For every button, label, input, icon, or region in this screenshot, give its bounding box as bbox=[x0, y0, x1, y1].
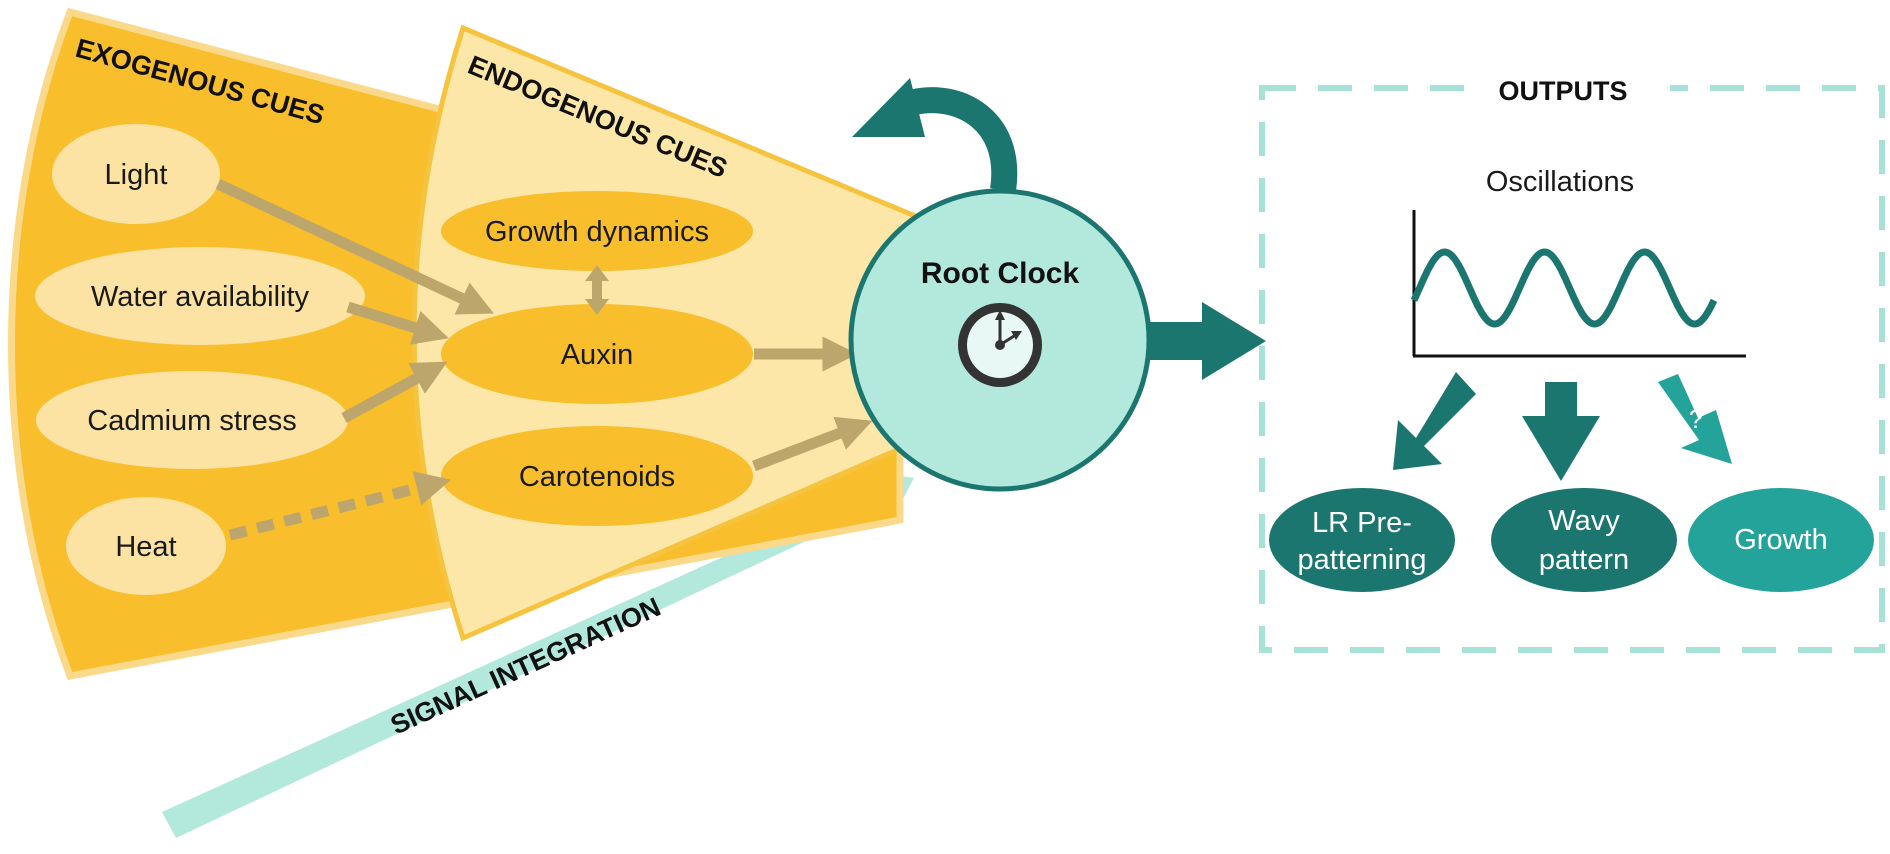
oscillation-plot bbox=[1410, 210, 1746, 358]
water-availability-label: Water availability bbox=[91, 281, 310, 313]
carotenoids-oval bbox=[441, 426, 753, 526]
water-availability-oval bbox=[35, 247, 365, 345]
growth-dynamics-auxin-double-arrow bbox=[585, 265, 609, 315]
heat-label: Heat bbox=[115, 531, 176, 563]
wavy-pattern-oval bbox=[1491, 488, 1677, 592]
feedback-loop-arrow bbox=[899, 87, 1018, 192]
growth-dynamics-label: Growth dynamics bbox=[485, 216, 709, 248]
auxin-oval bbox=[441, 304, 753, 404]
growth-label: Growth bbox=[1734, 524, 1827, 556]
heat-to-carotenoids-arrow bbox=[228, 471, 452, 541]
signal-integration-label: SIGNAL INTEGRATION bbox=[386, 592, 665, 741]
auxin-label: Auxin bbox=[561, 339, 634, 371]
root-clock-title: Root Clock bbox=[921, 257, 1080, 290]
carotenoids-to-clock-arrow bbox=[752, 416, 873, 472]
light-label: Light bbox=[105, 159, 168, 191]
clock-to-outputs-arrow bbox=[1148, 302, 1266, 380]
oscillations-label: Oscillations bbox=[1486, 166, 1634, 198]
arrow-to-growth bbox=[1658, 374, 1732, 464]
arrow-to-wavy-pattern bbox=[1522, 382, 1600, 481]
signal-integration-arrow bbox=[162, 470, 914, 838]
cadmium-stress-oval bbox=[36, 371, 348, 469]
lr-prepatterning-label-line1: LR Pre- bbox=[1312, 507, 1412, 539]
carotenoids-label: Carotenoids bbox=[519, 461, 675, 493]
outputs-title-backing bbox=[1470, 70, 1670, 110]
lr-prepatterning-label-line2: patterning bbox=[1298, 544, 1427, 576]
arrow-to-lr-prepatterning-head bbox=[1393, 372, 1476, 470]
growth-dynamics-oval bbox=[441, 191, 753, 271]
feedback-arrowhead bbox=[852, 78, 925, 137]
heat-oval bbox=[66, 497, 226, 595]
light-oval bbox=[52, 124, 220, 224]
clock-icon bbox=[958, 303, 1042, 387]
outputs-title: OUTPUTS bbox=[1498, 76, 1627, 106]
lr-prepatterning-oval bbox=[1269, 488, 1455, 592]
wavy-pattern-label-line1: Wavy bbox=[1548, 505, 1620, 537]
cadmium-to-auxin-arrow bbox=[341, 361, 448, 423]
water-to-auxin-arrow bbox=[346, 301, 449, 345]
growth-question-mark: ? bbox=[1689, 404, 1703, 434]
growth-oval bbox=[1688, 488, 1874, 592]
oscillation-wave bbox=[1410, 248, 1718, 328]
cadmium-stress-label: Cadmium stress bbox=[87, 405, 297, 437]
wavy-pattern-label-line2: pattern bbox=[1539, 544, 1629, 576]
light-to-auxin-arrow bbox=[215, 179, 494, 315]
